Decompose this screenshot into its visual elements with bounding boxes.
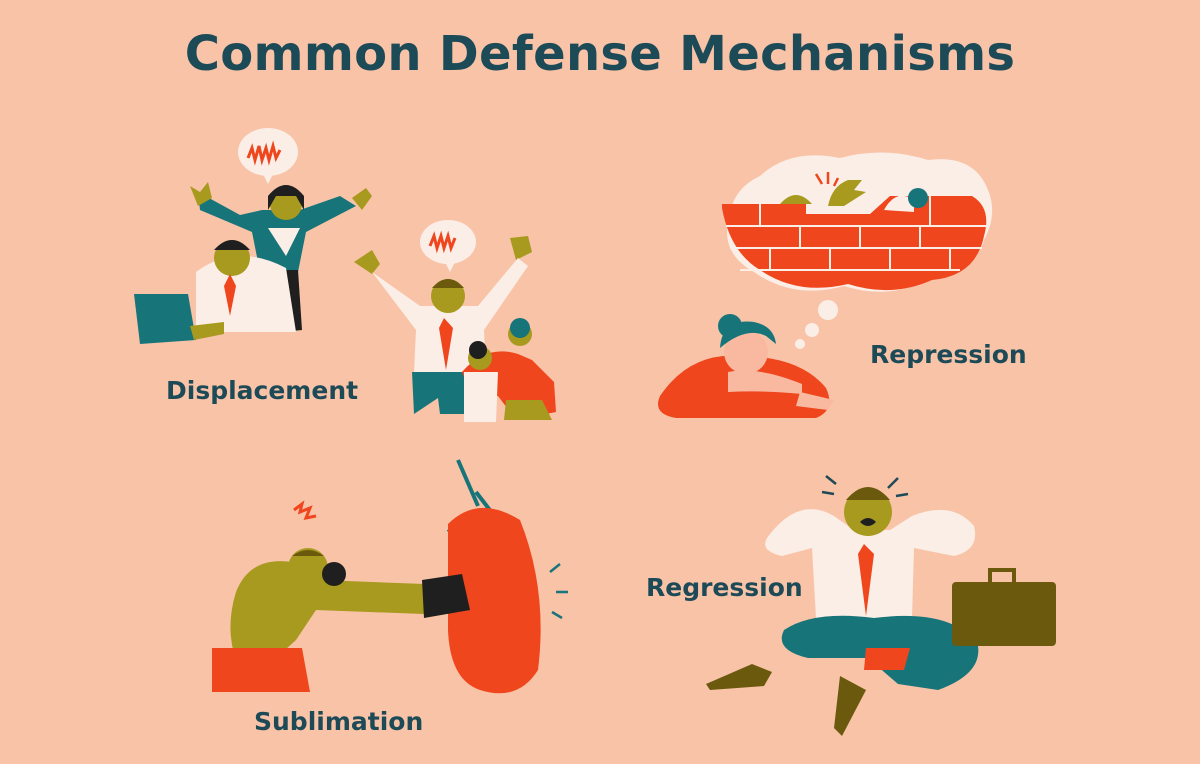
repression-illustration <box>658 152 993 418</box>
mother-child-figure <box>462 318 556 422</box>
page-title: Common Defense Mechanisms <box>184 26 1016 82</box>
regression-illustration <box>706 475 1056 736</box>
angry-speech-bubble-icon <box>238 128 298 184</box>
thought-dot <box>818 300 838 320</box>
label-displacement: Displacement <box>166 376 359 405</box>
thought-dot <box>795 339 805 349</box>
boxing-glove-icon <box>422 574 470 618</box>
thought-cloud <box>722 152 993 292</box>
boxing-glove-icon <box>322 562 346 586</box>
brick-wall <box>722 196 987 291</box>
displacement-illustration <box>134 128 556 422</box>
distressed-man-figure <box>765 487 979 736</box>
briefcase-icon <box>952 568 1056 646</box>
label-sublimation: Sublimation <box>254 707 424 736</box>
laptop-icon <box>134 294 196 344</box>
punching-bag <box>446 459 568 694</box>
label-regression: Regression <box>646 573 803 602</box>
anger-squiggle-icon <box>293 500 317 521</box>
shoe-icon <box>834 676 866 736</box>
sublimation-illustration <box>212 459 568 694</box>
thought-dot <box>805 323 819 337</box>
label-repression: Repression <box>870 340 1027 369</box>
shoe-icon <box>706 664 772 690</box>
seated-man-figure <box>134 240 296 344</box>
angry-speech-bubble-2-icon <box>420 220 476 272</box>
boxer-figure <box>212 548 470 692</box>
lying-woman-figure <box>658 314 834 418</box>
